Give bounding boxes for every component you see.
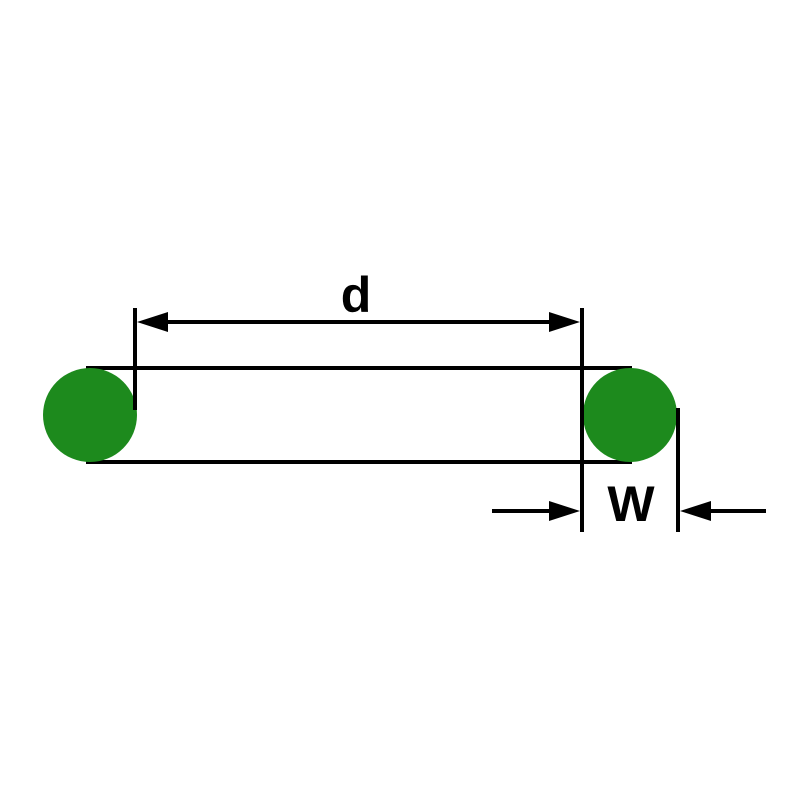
w-arrowhead-right-icon — [680, 501, 711, 521]
oring-right-cross-section — [583, 368, 677, 462]
d-arrowhead-right-icon — [549, 312, 580, 332]
oring-left-cross-section — [43, 368, 137, 462]
w-arrowhead-left-icon — [549, 501, 580, 521]
d-arrowhead-left-icon — [137, 312, 168, 332]
cross-section-width-label: W — [607, 476, 655, 532]
inner-diameter-label: d — [341, 267, 372, 323]
